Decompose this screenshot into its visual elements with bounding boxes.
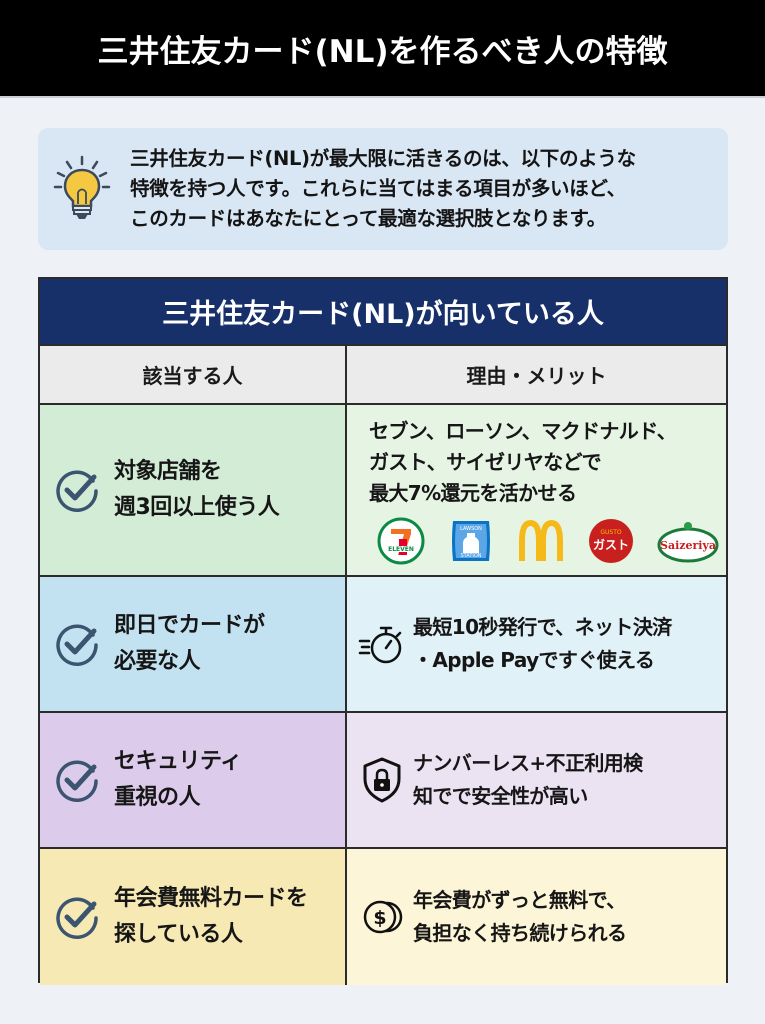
person-cell: 即日でカードが 必要な人 [40,577,347,711]
person-label: セキュリティ 重視の人 [114,749,242,810]
check-circle-icon [56,760,98,802]
table-row: 即日でカードが 必要な人 最短10秒発行で、ネット決済 ・Apple Payです… [40,577,726,713]
intro-text: 三井住友カード(NL)が最大限に活きるのは、以下のような 特徴を持つ人です。これ… [130,147,636,230]
reason-text: 最短10秒発行で、ネット決済 ・Apple Payですぐ使える [413,615,672,672]
shield-lock-icon [363,757,401,803]
lawson-logo-icon: LAWSON STATION [452,520,490,561]
table-title: 三井住友カード(NL)が向いている人 [162,299,604,330]
reason-cell: $ 年会費がずっと無料で、 負担なく持ち続けられる [347,849,726,985]
svg-text:GUSTO: GUSTO [600,529,622,536]
svg-text:Saizeriya: Saizeriya [660,539,716,552]
reason-cell: 最短10秒発行で、ネット決済 ・Apple Payですぐ使える [347,577,726,711]
reason-text: セブン、ローソン、マクドナルド、 ガスト、サイゼリヤなどで 最大7%還元を活かせ… [369,418,677,505]
page-title-bar: 三井住友カード(NL)を作るべき人の特徴 [0,0,765,98]
stopwatch-icon [358,626,402,664]
reason-cell: セブン、ローソン、マクドナルド、 ガスト、サイゼリヤなどで 最大7%還元を活かせ… [347,405,726,575]
mcdonalds-logo-icon [519,519,563,561]
comparison-table: 三井住友カード(NL)が向いている人 該当する人 理由・メリット 対象店舗を 週… [38,277,728,985]
person-cell: セキュリティ 重視の人 [40,713,347,847]
svg-text:LAWSON: LAWSON [460,526,482,532]
gusto-logo-icon: GUSTO ガスト [589,518,633,563]
person-label: 年会費無料カードを 探している人 [114,886,308,947]
coin-dollar-icon: $ [363,900,403,934]
person-cell: 年会費無料カードを 探している人 [40,849,347,985]
person-label: 対象店舗を 週3回以上使う人 [114,459,280,520]
table-row: セキュリティ 重視の人 ナンバーレス+不正利用検 知でで安全性が高い [40,713,726,849]
store-logos: ELEVEN LAWSON STATION GUSTO ガスト [377,517,719,565]
check-circle-icon [56,624,98,666]
table-row: 対象店舗を 週3回以上使う人 セブン、ローソン、マクドナルド、 ガスト、サイゼリ… [40,405,726,577]
reason-cell: ナンバーレス+不正利用検 知でで安全性が高い [347,713,726,847]
saizeriya-logo-icon: Saizeriya [657,521,719,562]
svg-text:STATION: STATION [460,553,481,559]
svg-text:ガスト: ガスト [593,537,629,552]
table-title-bar: 三井住友カード(NL)が向いている人 [40,279,726,346]
page-title: 三井住友カード(NL)を作るべき人の特徴 [97,33,668,70]
table-row: 年会費無料カードを 探している人 $ 年会費がずっと無料で、 負担なく持ち続けら… [40,849,726,985]
reason-text: ナンバーレス+不正利用検 知でで安全性が高い [413,751,643,808]
seven-eleven-logo-icon: ELEVEN [377,517,425,564]
check-circle-icon [56,470,98,512]
svg-text:ELEVEN: ELEVEN [388,546,414,553]
lightbulb-icon [53,155,111,219]
person-cell: 対象店舗を 週3回以上使う人 [40,405,347,575]
column-header-person: 該当する人 [40,346,347,403]
intro-callout: 三井住友カード(NL)が最大限に活きるのは、以下のような 特徴を持つ人です。これ… [38,128,728,250]
svg-text:$: $ [373,907,386,929]
table-header-row: 該当する人 理由・メリット [40,346,726,405]
check-circle-icon [56,897,98,939]
column-header-reason: 理由・メリット [466,364,607,388]
reason-text: 年会費がずっと無料で、 負担なく持ち続けられる [413,888,627,945]
person-label: 即日でカードが 必要な人 [114,613,265,674]
